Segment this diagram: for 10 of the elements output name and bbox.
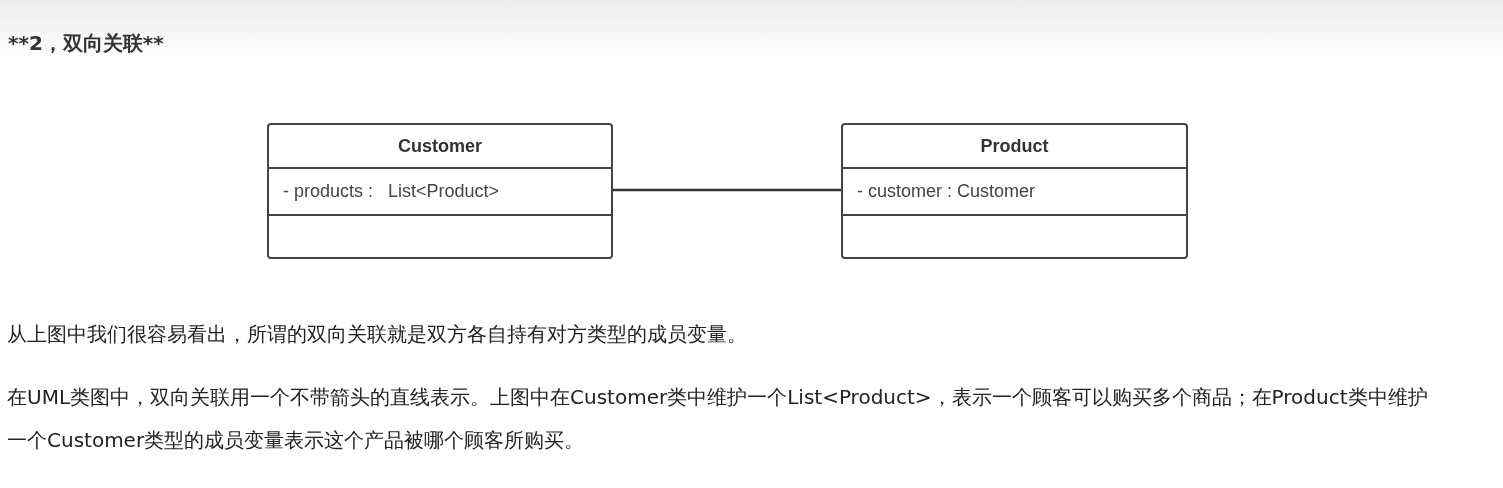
- attribute-text: - customer : Customer: [843, 169, 1186, 216]
- class-name: Product: [843, 125, 1186, 169]
- paragraph: 在UML类图中，双向关联用一个不带箭头的直线表示。上图中在Customer类中维护一个List<Product>，表示一个顾客可以购买多个商品；在Product类中维护一个Customer类型的成员变量表示这个产品被哪个顾客所购买。: [7, 384, 1429, 454]
- class-box: [267, 123, 613, 259]
- paragraph: 从上图中我们很容易看出，所谓的双向关联就是双方各自持有对方类型的成员变量。: [7, 321, 748, 348]
- class-name: Customer: [269, 125, 611, 169]
- association-line: [613, 188, 841, 192]
- section-heading: **2，双向关联**: [8, 30, 164, 57]
- attribute-text: - products : List<Product>: [269, 169, 611, 216]
- class-box: [841, 123, 1188, 259]
